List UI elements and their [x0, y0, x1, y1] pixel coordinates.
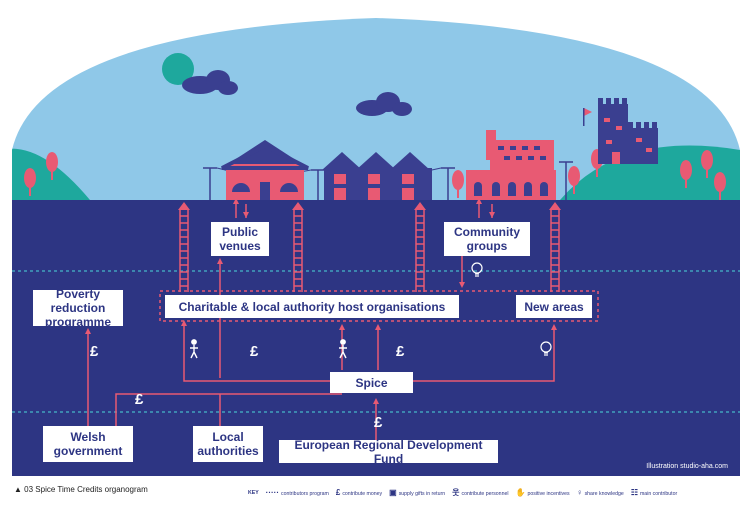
castle	[583, 98, 658, 164]
key-label: supply gifts in return	[398, 491, 446, 497]
key-legend: KEY ·····contributors program £contribut…	[248, 487, 677, 498]
public-venues-box: Public venues	[211, 222, 269, 256]
lightbulb-icon: ♀	[576, 488, 583, 497]
key-item: ☷main contributor	[631, 488, 677, 497]
key-title: KEY	[248, 489, 259, 496]
erdf-box: European Regional Development Fund	[279, 438, 498, 466]
church	[466, 130, 556, 200]
key-item: ✋positive incentives	[516, 488, 570, 497]
pound-icon: £	[374, 414, 383, 431]
connector-arrowheads	[85, 198, 557, 404]
cloud-right	[356, 92, 412, 116]
key-item: ♀share knowledge	[577, 488, 624, 497]
key-label: contribute money	[342, 491, 383, 497]
key-label: contributors program	[281, 491, 329, 497]
pound-icon: £	[90, 343, 99, 360]
ladder-3	[415, 210, 425, 292]
lightbulb-icon	[471, 262, 483, 277]
dotted-line-icon: ·····	[265, 488, 279, 497]
key-label: contribute personnel	[461, 491, 509, 497]
thumbs-up-icon: ✋	[515, 488, 526, 497]
key-item: ▣supply gifts in return	[389, 488, 445, 497]
program-frame	[159, 290, 599, 322]
ladder-1	[179, 210, 189, 292]
key-item: ·····contributors program	[266, 488, 329, 497]
poverty-reduction-programme-box: Poverty reduction programme	[33, 287, 123, 329]
cloud-left	[182, 70, 238, 95]
local-authorities-box: Local authorities	[193, 426, 263, 462]
ladder-icon: ☷	[630, 488, 638, 497]
key-item: £contribute money	[336, 488, 382, 497]
venue-building	[221, 140, 309, 200]
caption-marker: ▲	[14, 485, 22, 494]
key-label: share knowledge	[584, 491, 624, 497]
figure-caption: ▲ 03 Spice Time Credits organogram	[14, 485, 148, 494]
trees	[24, 149, 726, 200]
connectors	[87, 204, 555, 440]
gift-icon: ▣	[389, 488, 397, 497]
new-areas-box: New areas	[516, 295, 592, 318]
community-groups-box: Community groups	[444, 222, 530, 256]
pound-icon: £	[396, 343, 405, 360]
lightbulb-icon	[540, 341, 552, 356]
person-icon	[339, 339, 347, 359]
ladder-4	[550, 210, 560, 292]
ladder-2	[293, 210, 303, 292]
houses	[322, 152, 432, 200]
ladders	[179, 210, 560, 292]
caption-text: 03 Spice Time Credits organogram	[24, 485, 148, 494]
person-icon: 웃	[452, 488, 460, 497]
welsh-government-box: Welsh government	[43, 426, 133, 462]
ladder-arrowheads	[178, 202, 561, 210]
dashed-separators	[12, 270, 740, 413]
pound-icon: £	[335, 488, 341, 497]
person-icon	[190, 339, 198, 359]
pound-icon: £	[250, 343, 259, 360]
spice-box: Spice	[330, 372, 413, 393]
key-label: main contributor	[639, 491, 678, 497]
sun	[162, 53, 194, 85]
charitable-host-organisations-box: Charitable & local authority host organi…	[165, 295, 459, 318]
pound-icon: £	[135, 391, 144, 408]
key-label: positive incentives	[527, 491, 570, 497]
illustration-credit: Illustration studio-aha.com	[646, 463, 728, 470]
